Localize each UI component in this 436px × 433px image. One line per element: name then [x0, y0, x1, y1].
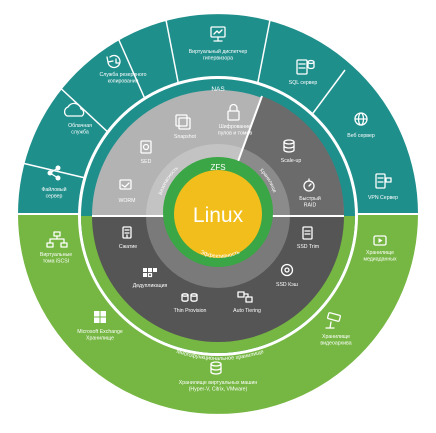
lock-icon: [227, 103, 240, 121]
snapshot-icon: [175, 114, 191, 130]
share-icon: [47, 165, 61, 181]
worm-icon: [119, 179, 132, 190]
sed-icon: [140, 140, 152, 154]
vpn-server-label: VPN Сервер: [368, 195, 398, 201]
scale-up-label: Scale-up: [281, 158, 302, 164]
worm-item[interactable]: WORM: [119, 179, 136, 204]
vpn-server-item[interactable]: VPN Сервер: [368, 173, 398, 201]
vm-storage-label: Хранилище виртуальных машин(Hyper-V, Cit…: [179, 380, 258, 393]
web-server-label: Веб сервер: [347, 133, 375, 139]
linux-label: Linux: [193, 204, 244, 227]
worm-label: WORM: [119, 198, 136, 204]
globe-icon: [354, 112, 368, 126]
compress-icon: [122, 226, 132, 239]
compression-item[interactable]: Сжатие: [119, 226, 137, 250]
scale-up-icon: [283, 139, 295, 153]
windows-icon: [94, 311, 106, 323]
tiering-icon: [237, 291, 253, 303]
web-server-item[interactable]: Веб сервер: [347, 112, 375, 139]
deduplication-label: Дедупликация: [133, 283, 168, 289]
efficiency-label: Эффективность: [199, 250, 241, 260]
network-icon: [46, 231, 68, 248]
nas-label: NAS: [211, 86, 225, 93]
snapshot-label: Snapshot: [174, 134, 196, 140]
sql-server-label: SQL сервер: [289, 80, 318, 86]
sed-item[interactable]: SED: [140, 140, 152, 165]
vm-storage-icon: [210, 361, 222, 375]
thin-provision-label: Thin Provision: [174, 308, 207, 314]
ssd-trim-icon: [302, 226, 313, 240]
monitor-icon: [210, 26, 226, 42]
vpn-server-icon: [375, 173, 392, 189]
linux-core: [174, 170, 262, 258]
backup-icon: [106, 54, 121, 69]
stopwatch-icon: [303, 178, 315, 192]
sed-label: SED: [141, 159, 152, 165]
ssd-cache-icon: [280, 263, 294, 277]
camera-icon: [325, 312, 341, 329]
database-server-icon: [296, 59, 315, 75]
sql-server-item[interactable]: SQL сервер: [289, 59, 318, 86]
ssd-trim-item[interactable]: SSD Trim: [297, 226, 319, 250]
play-icon: [373, 235, 387, 246]
deduplication-item[interactable]: Дедупликация: [133, 268, 168, 289]
thin-provision-item[interactable]: Thin Provision: [174, 293, 207, 314]
ssd-trim-label: SSD Trim: [297, 244, 319, 250]
ssd-cache-item[interactable]: SSD Кэш: [276, 263, 298, 289]
zfs-label: ZFS: [210, 163, 225, 172]
snapshot-item[interactable]: Snapshot: [174, 114, 197, 140]
ssd-cache-label: SSD Кэш: [276, 282, 298, 288]
thin-provision-icon: [181, 293, 198, 302]
inner-ring-bottom: [92, 216, 344, 342]
auto-tiering-label: Auto Tiering: [233, 308, 261, 314]
vm-storage-item[interactable]: Хранилище виртуальных машин(Hyper-V, Cit…: [179, 361, 258, 393]
cloud-icon: [63, 102, 85, 117]
compression-label: Сжатие: [119, 244, 137, 250]
dedup-icon: [143, 268, 157, 278]
scale-up-item[interactable]: Scale-up: [281, 139, 302, 164]
auto-tiering-item[interactable]: Auto Tiering: [233, 291, 261, 314]
